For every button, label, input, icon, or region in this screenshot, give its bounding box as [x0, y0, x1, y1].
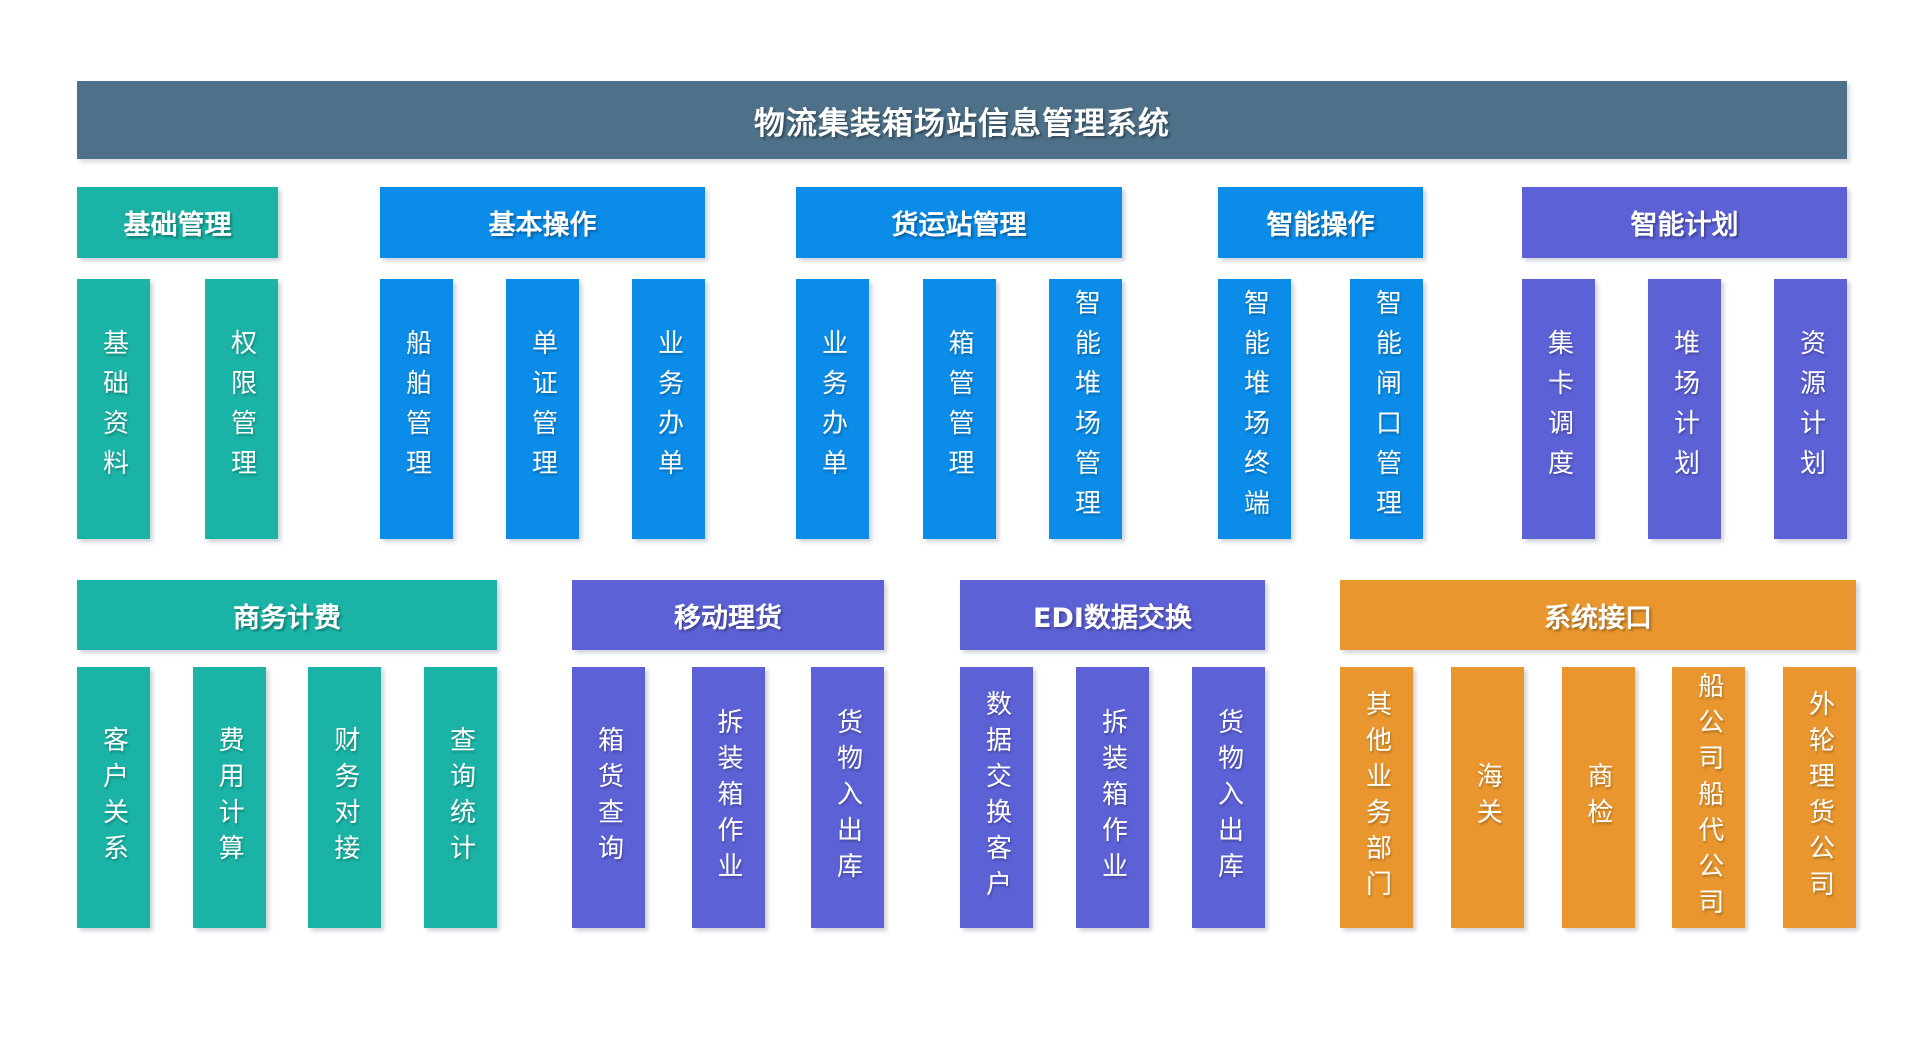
module-label: 智能堆场管理	[1070, 289, 1101, 529]
module-bar-smart-gate-management: 智能闸口管理	[1350, 279, 1423, 539]
module-bar-vessel-management: 船舶管理	[380, 279, 453, 539]
module-bar-container-management: 箱管管理	[922, 279, 996, 539]
module-label: 业务办单	[817, 329, 848, 489]
module-bar-resource-planning: 资源计划	[1774, 279, 1847, 539]
system-title: 物流集装箱场站信息管理系统	[754, 105, 1170, 142]
module-label: 货物入出库	[1213, 707, 1244, 888]
group-header-intelligent-planning: 智能计划	[1522, 187, 1847, 258]
module-bar-customer-relations: 客户关系	[77, 667, 150, 928]
group-header-business-billing: 商务计费	[77, 580, 497, 650]
module-bar-stuffing-unstuffing: 拆装箱作业	[1076, 667, 1149, 928]
module-bars: 业务办单 箱管管理 智能堆场管理	[796, 279, 1122, 539]
module-label: 财务对接	[329, 725, 360, 870]
group-header-freight-station-management: 货运站管理	[796, 187, 1122, 258]
module-label: 基础资料	[98, 329, 129, 489]
group-business-billing: 商务计费 客户关系 费用计算 财务对接 查询统计	[77, 580, 497, 928]
group-system-interfaces: 系统接口 其他业务部门 海关 商检 船公司船代公司 外轮理货公司	[1340, 580, 1856, 928]
module-label: 集卡调度	[1543, 329, 1574, 489]
group-header-label: 货运站管理	[891, 210, 1027, 241]
module-label: 智能堆场终端	[1239, 289, 1270, 529]
module-bar-fee-calculation: 费用计算	[192, 667, 266, 928]
group-intelligent-operations: 智能操作 智能堆场终端 智能闸口管理	[1218, 187, 1423, 539]
group-header-edi-data-exchange: EDI数据交换	[960, 580, 1265, 650]
module-label: 单证管理	[527, 329, 558, 489]
group-header-system-interfaces: 系统接口	[1340, 580, 1856, 650]
module-bars: 智能堆场终端 智能闸口管理	[1218, 279, 1423, 539]
module-label: 费用计算	[214, 725, 245, 870]
module-label: 商检	[1583, 761, 1613, 834]
module-bar-commodity-inspection: 商检	[1561, 667, 1635, 928]
module-bar-other-departments: 其他业务部门	[1340, 667, 1413, 928]
module-bar-smart-yard-management: 智能堆场管理	[1049, 279, 1122, 539]
module-bar-truck-dispatch: 集卡调度	[1522, 279, 1595, 539]
module-bar-cargo-in-out: 货物入出库	[1192, 667, 1265, 928]
group-header-intelligent-operations: 智能操作	[1218, 187, 1423, 258]
module-label: 海关	[1472, 761, 1503, 834]
system-title-banner: 物流集装箱场站信息管理系统	[77, 81, 1847, 159]
module-label: 查询统计	[445, 725, 476, 870]
module-bars: 客户关系 费用计算 财务对接 查询统计	[77, 667, 497, 928]
group-header-basic-management: 基础管理	[77, 187, 278, 258]
group-header-label: 智能计划	[1630, 210, 1739, 241]
module-label: 智能闸口管理	[1371, 289, 1402, 529]
module-bar-business-orders: 业务办单	[796, 279, 869, 539]
group-basic-operations: 基本操作 船舶管理 单证管理 业务办单	[380, 187, 705, 539]
module-bar-yard-planning: 堆场计划	[1648, 279, 1721, 539]
group-header-label: 智能操作	[1266, 210, 1375, 241]
module-bar-stuffing-unstuffing: 拆装箱作业	[691, 667, 765, 928]
module-label: 数据交换客户	[981, 689, 1012, 906]
module-bar-cargo-in-out: 货物入出库	[811, 667, 884, 928]
group-basic-management: 基础管理 基础资料 权限管理	[77, 187, 278, 539]
module-label: 货物入出库	[832, 707, 863, 888]
module-label: 堆场计划	[1669, 329, 1700, 489]
group-header-mobile-tally: 移动理货	[572, 580, 884, 650]
group-edi-data-exchange: EDI数据交换 数据交换客户 拆装箱作业 货物入出库	[960, 580, 1265, 928]
module-label: 资源计划	[1795, 329, 1826, 489]
group-header-label: 基础管理	[123, 210, 232, 241]
module-bar-permission-management: 权限管理	[205, 279, 278, 539]
module-bars: 其他业务部门 海关 商检 船公司船代公司 外轮理货公司	[1340, 667, 1856, 928]
module-label: 船公司船代公司	[1693, 671, 1724, 924]
module-label: 业务办单	[653, 329, 684, 489]
module-label: 箱货查询	[593, 725, 624, 870]
group-intelligent-planning: 智能计划 集卡调度 堆场计划 资源计划	[1522, 187, 1847, 539]
module-bar-business-orders: 业务办单	[632, 279, 705, 539]
group-header-label: 基本操作	[488, 210, 597, 241]
module-bars: 集卡调度 堆场计划 资源计划	[1522, 279, 1847, 539]
module-label: 客户关系	[98, 725, 129, 870]
module-bars: 船舶管理 单证管理 业务办单	[380, 279, 705, 539]
module-label: 权限管理	[226, 329, 257, 489]
group-header-label: 移动理货	[674, 602, 782, 634]
module-bar-foreign-vessel-tally: 外轮理货公司	[1783, 667, 1856, 928]
module-bar-customs: 海关	[1450, 667, 1524, 928]
module-label: 船舶管理	[401, 329, 432, 489]
module-label: 其他业务部门	[1361, 689, 1392, 906]
module-label: 箱管管理	[944, 329, 974, 489]
module-bars: 基础资料 权限管理	[77, 279, 278, 539]
group-header-label: EDI数据交换	[1033, 602, 1192, 634]
module-bar-shipping-company-agents: 船公司船代公司	[1672, 667, 1746, 928]
group-header-label: 系统接口	[1544, 602, 1652, 634]
module-label: 拆装箱作业	[1097, 707, 1128, 888]
group-mobile-tally: 移动理货 箱货查询 拆装箱作业 货物入出库	[572, 580, 884, 928]
module-label: 拆装箱作业	[713, 707, 743, 888]
module-bar-finance-integration: 财务对接	[308, 667, 382, 928]
module-bars: 数据交换客户 拆装箱作业 货物入出库	[960, 667, 1265, 928]
module-bar-basic-data: 基础资料	[77, 279, 150, 539]
group-header-basic-operations: 基本操作	[380, 187, 705, 258]
module-label: 外轮理货公司	[1804, 689, 1835, 906]
module-bar-query-statistics: 查询统计	[423, 667, 497, 928]
module-bar-smart-yard-terminal: 智能堆场终端	[1218, 279, 1291, 539]
module-bar-document-management: 单证管理	[506, 279, 579, 539]
group-header-label: 商务计费	[233, 602, 341, 634]
module-bar-data-exchange-clients: 数据交换客户	[960, 667, 1033, 928]
module-bar-container-cargo-query: 箱货查询	[572, 667, 645, 928]
module-bars: 箱货查询 拆装箱作业 货物入出库	[572, 667, 884, 928]
group-freight-station-management: 货运站管理 业务办单 箱管管理 智能堆场管理	[796, 187, 1122, 539]
